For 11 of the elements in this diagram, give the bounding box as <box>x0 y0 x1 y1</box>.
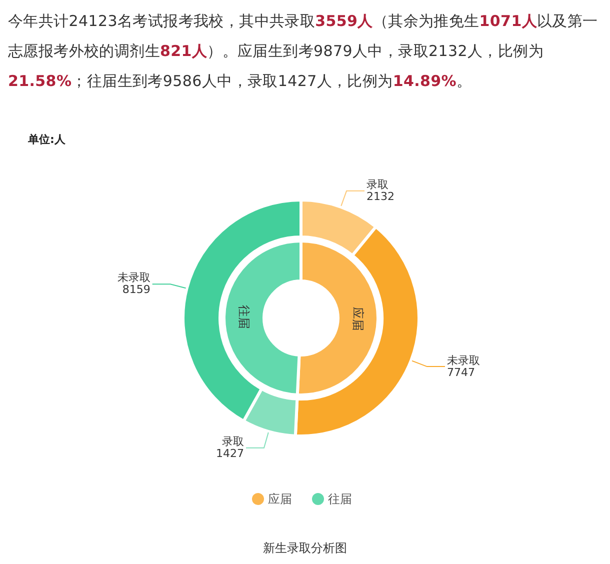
chart-title: 新生录取分析图 <box>262 540 348 557</box>
legend-label: 往届 <box>328 491 352 507</box>
slice-label: 未录取 8159 <box>117 272 150 296</box>
legend-label: 应届 <box>268 491 292 507</box>
slice-label: 未录取 7747 <box>446 354 480 379</box>
slice-label: 录取 1427 <box>216 436 244 460</box>
unit-label: 单位:人 <box>28 132 66 147</box>
slice-label: 录取 2132 <box>366 178 395 203</box>
paragraph: 今年共计24123名考试报考我校，其中共录取3559人（其余为推免生1071人以及第一志愿报考外校的调剂生821人）。应届生到考9879人中，录取2132人，比例为21.58%；往届生到考9586人中，录取1427人，比例为14.89%。 <box>8 11 599 92</box>
ring-label: 往届 <box>237 304 252 331</box>
ring-label: 应届 <box>350 306 365 334</box>
